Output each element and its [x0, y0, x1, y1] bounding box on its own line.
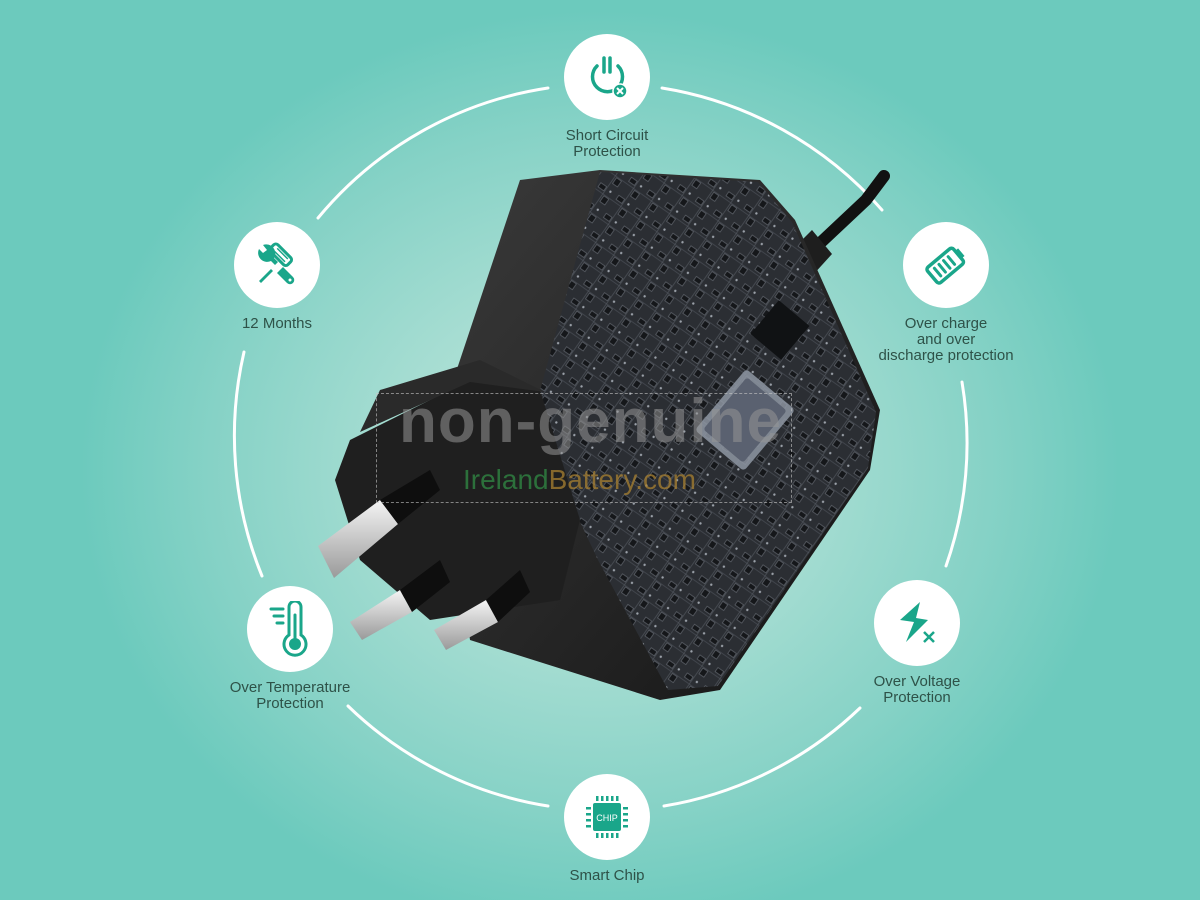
- feature-badge: [564, 34, 650, 120]
- thermometer-icon: [269, 601, 308, 657]
- feature-label: Smart Chip: [569, 867, 645, 884]
- feature-label: Short Circuit Protection: [565, 127, 649, 160]
- power-x-icon: [590, 56, 628, 99]
- chip-icon: CHIP: [586, 796, 628, 838]
- watermark-non-genuine: non-genuine: [399, 387, 782, 456]
- battery-icon: [925, 246, 966, 285]
- feature-over-temperature: Over Temperature Protection: [190, 586, 390, 712]
- feature-short-circuit: Short Circuit Protection: [507, 34, 707, 160]
- feature-label: 12 Months: [241, 315, 313, 332]
- watermark-site: IrelandBattery.com: [463, 464, 696, 495]
- tools-icon: [258, 242, 295, 285]
- feature-badge: [247, 586, 333, 672]
- feature-label: Over Temperature Protection: [229, 679, 351, 712]
- feature-label: Over charge and over discharge protectio…: [878, 315, 1014, 364]
- feature-warranty: 12 Months: [177, 222, 377, 332]
- svg-text:CHIP: CHIP: [596, 813, 618, 823]
- feature-badge: [874, 580, 960, 666]
- feature-badge: [903, 222, 989, 308]
- watermark: non-genuine IrelandBattery.com: [376, 387, 792, 503]
- feature-overcharge: Over charge and over discharge protectio…: [846, 222, 1046, 364]
- feature-smart-chip: CHIP Smart Chip: [507, 774, 707, 884]
- lightning-x-icon: [900, 602, 935, 643]
- feature-over-voltage: Over Voltage Protection: [817, 580, 1017, 706]
- feature-label: Over Voltage Protection: [873, 673, 961, 706]
- feature-badge: [234, 222, 320, 308]
- feature-badge: CHIP: [564, 774, 650, 860]
